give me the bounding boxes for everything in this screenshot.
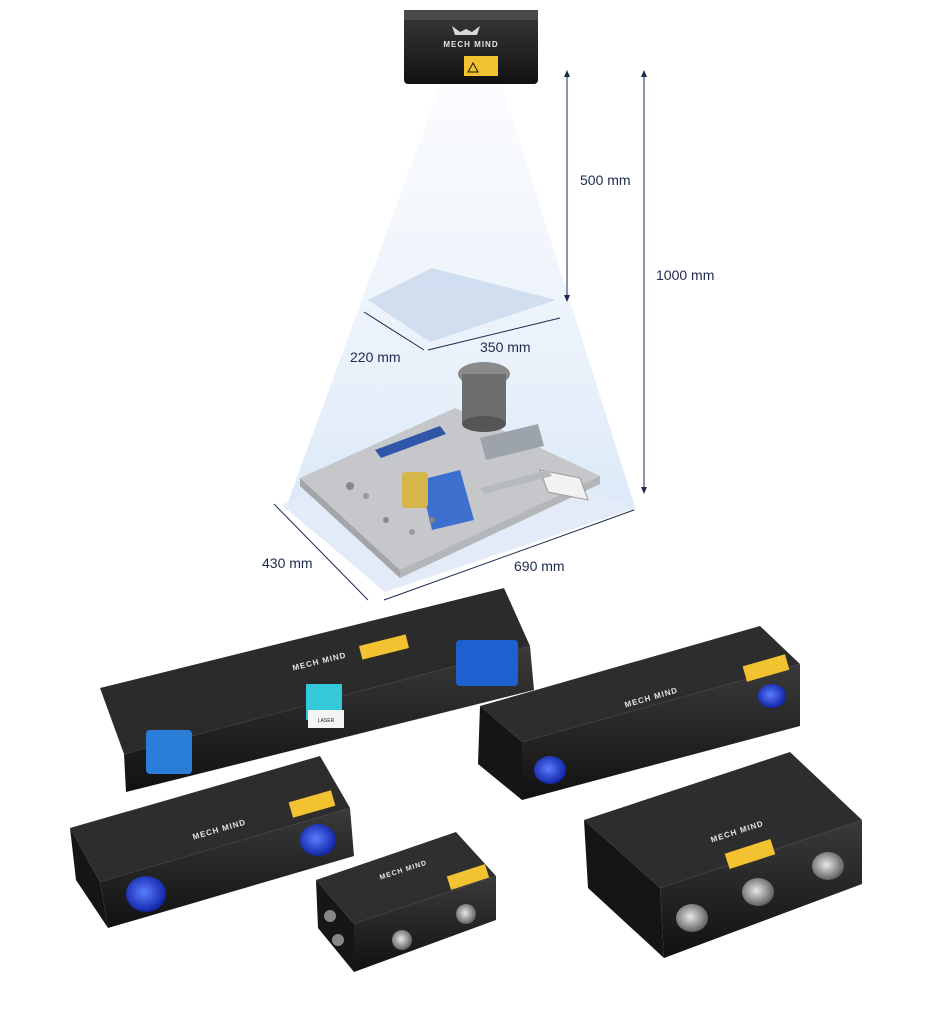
dimension-lines — [273, 70, 647, 601]
lens-icon — [392, 930, 412, 950]
top-camera-brand: MECH MIND — [443, 40, 498, 49]
near-plane — [368, 268, 556, 342]
lens-icon — [126, 876, 166, 912]
lens-icon — [676, 904, 708, 932]
dim-220: 220 mm — [350, 349, 401, 365]
svg-text:LASER: LASER — [318, 718, 335, 724]
camera-long-laser: MECH MIND LASER — [100, 588, 534, 792]
laser-label — [308, 710, 344, 728]
mech-mind-logo-icon — [452, 26, 480, 35]
left-lens-icon — [146, 730, 192, 774]
top-camera: MECH MIND — [404, 10, 538, 84]
camera-large-tri: MECH MIND — [584, 752, 862, 958]
dim-430: 430 mm — [262, 555, 313, 571]
dim-350: 350 mm — [480, 339, 531, 355]
right-lens-icon — [456, 640, 518, 686]
lens-icon — [534, 756, 566, 784]
dim-500: 500 mm — [580, 172, 631, 188]
camera-mid-left: MECH MIND — [70, 756, 354, 928]
dim-1000: 1000 mm — [656, 267, 714, 283]
camera-mid-right: MECH MIND — [478, 626, 800, 800]
workpieces — [346, 362, 589, 535]
laser-warning-label — [464, 56, 498, 76]
dim-690: 690 mm — [514, 558, 565, 574]
camera-small: MECH MIND — [316, 832, 496, 972]
